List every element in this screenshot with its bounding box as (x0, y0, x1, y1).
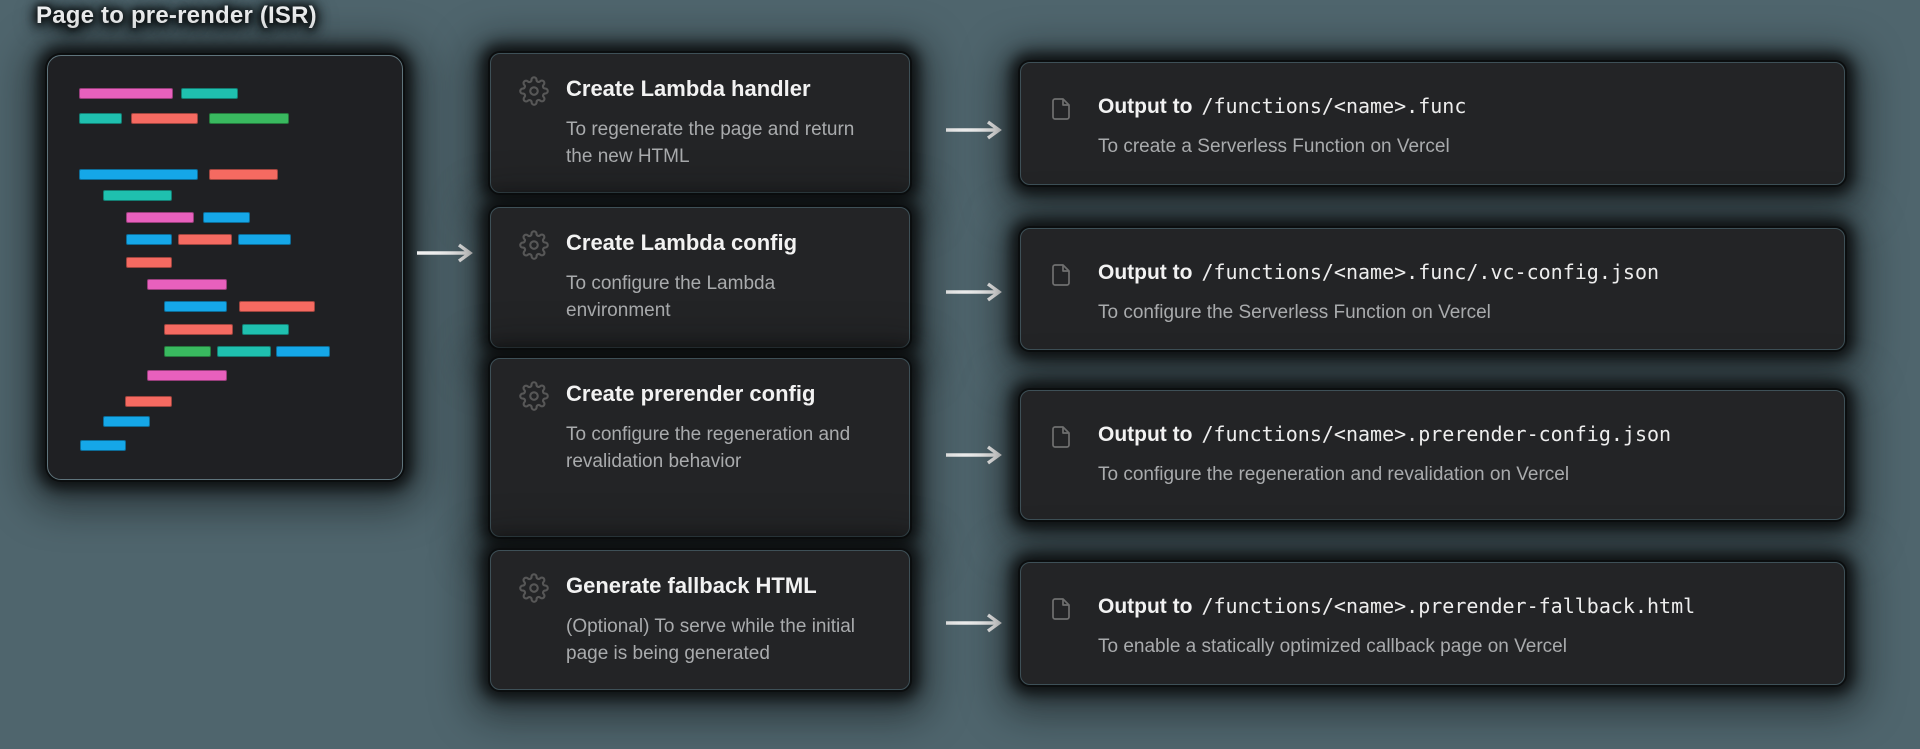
code-bar (126, 234, 172, 245)
code-bar (147, 279, 227, 290)
right-arrow (946, 613, 1002, 633)
step-card-generate-fallback-html: Generate fallback HTML (Optional) To ser… (490, 550, 910, 690)
code-bar (79, 113, 122, 124)
code-bar (239, 301, 315, 312)
step-description: To regenerate the page and return the ne… (566, 119, 855, 167)
step-description: To configure the regeneration and revali… (566, 424, 851, 472)
output-description: To enable a statically optimized callbac… (1098, 636, 1567, 657)
output-description: To configure the Serverless Function on … (1098, 302, 1491, 323)
step-description: To configure the Lambda environment (566, 273, 776, 321)
file-icon (1052, 98, 1070, 120)
step-card-create-prerender-config: Create prerender config To configure the… (490, 358, 910, 537)
step-title: Create Lambda handler (566, 76, 811, 101)
code-bar (276, 346, 330, 357)
step-title: Create prerender config (566, 381, 816, 406)
right-arrow (946, 282, 1002, 302)
gear-icon (519, 573, 549, 603)
output-title: Output to /functions/<name>.prerender-fa… (1098, 593, 1838, 621)
step-description: (Optional) To serve while the initial pa… (566, 616, 856, 664)
code-bar (238, 234, 291, 245)
output-prefix: Output to (1098, 595, 1193, 618)
code-bar (79, 169, 198, 180)
output-card-prerender-config: Output to /functions/<name>.prerender-co… (1020, 390, 1845, 520)
file-icon (1052, 426, 1070, 448)
code-preview-panel (47, 55, 403, 480)
code-bar (103, 416, 150, 427)
gear-icon (519, 230, 549, 260)
code-bar (125, 396, 172, 407)
code-bar (126, 212, 194, 223)
page-title: Page to pre-render (ISR) (36, 2, 317, 29)
code-bar (181, 88, 238, 99)
step-card-create-lambda-handler: Create Lambda handler To regenerate the … (490, 53, 910, 193)
code-bar (79, 88, 173, 99)
output-prefix: Output to (1098, 423, 1193, 446)
output-title: Output to /functions/<name>.func/.vc-con… (1098, 259, 1838, 287)
right-arrow (417, 243, 473, 263)
output-path: /functions/<name>.prerender-config.json (1201, 422, 1672, 446)
right-arrow (946, 120, 1002, 140)
code-bar (164, 324, 233, 335)
code-bar (242, 324, 289, 335)
file-icon (1052, 264, 1070, 286)
code-bar (164, 301, 227, 312)
code-bar (217, 346, 271, 357)
step-card-create-lambda-config: Create Lambda config To configure the La… (490, 207, 910, 348)
output-prefix: Output to (1098, 95, 1193, 118)
code-bar (209, 113, 289, 124)
code-bar (209, 169, 278, 180)
output-prefix: Output to (1098, 261, 1193, 284)
output-card-func: Output to /functions/<name>.func To crea… (1020, 62, 1845, 185)
output-card-prerender-fallback: Output to /functions/<name>.prerender-fa… (1020, 562, 1845, 685)
file-icon (1052, 598, 1070, 620)
output-path: /functions/<name>.prerender-fallback.htm… (1201, 594, 1696, 618)
output-card-vc-config: Output to /functions/<name>.func/.vc-con… (1020, 228, 1845, 350)
code-bar (164, 346, 211, 357)
output-title: Output to /functions/<name>.prerender-co… (1098, 421, 1838, 449)
code-bar (126, 257, 172, 268)
output-path: /functions/<name>.func/.vc-config.json (1201, 260, 1660, 284)
output-description: To configure the regeneration and revali… (1098, 464, 1570, 485)
step-title: Generate fallback HTML (566, 573, 817, 598)
code-bar (131, 113, 198, 124)
code-bar (103, 190, 172, 201)
code-bar (178, 234, 232, 245)
code-bar (203, 212, 250, 223)
code-bar (80, 440, 126, 451)
step-title: Create Lambda config (566, 230, 798, 255)
code-bar (147, 370, 227, 381)
output-description: To create a Serverless Function on Verce… (1098, 136, 1450, 157)
gear-icon (519, 76, 549, 106)
right-arrow (946, 445, 1002, 465)
gear-icon (519, 381, 549, 411)
output-path: /functions/<name>.func (1201, 94, 1467, 118)
output-title: Output to /functions/<name>.func (1098, 93, 1838, 121)
